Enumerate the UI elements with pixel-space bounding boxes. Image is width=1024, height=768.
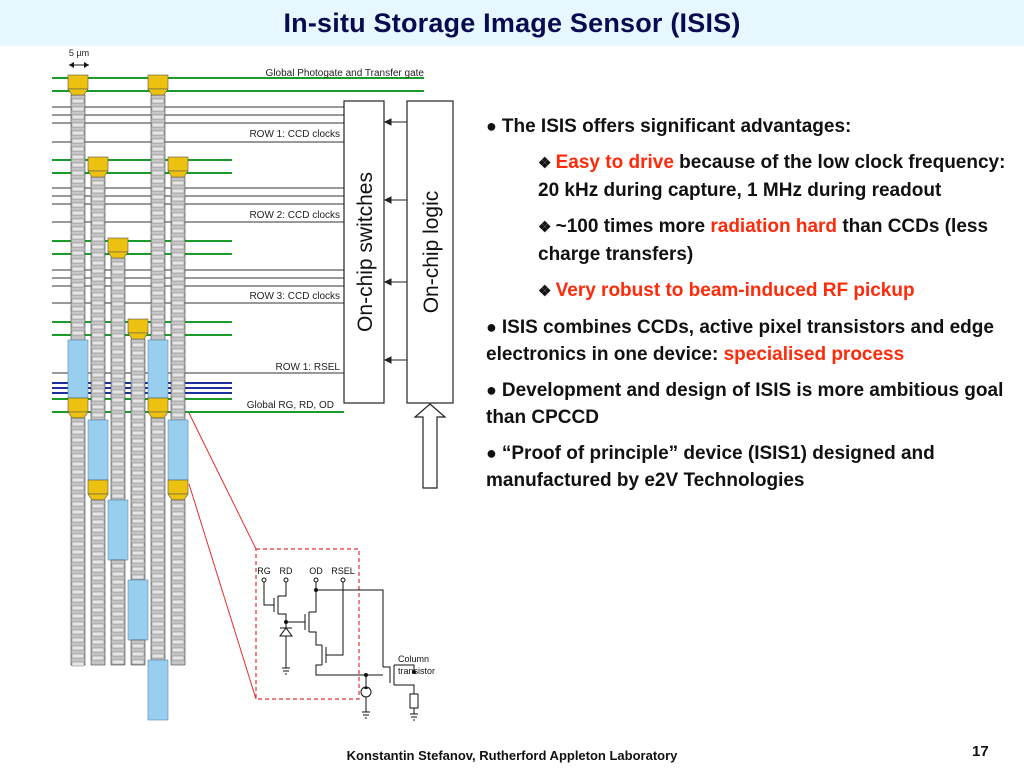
bullet-list: ● The ISIS offers significant advantages… bbox=[486, 113, 1006, 503]
terminal-rg: RG bbox=[257, 566, 271, 576]
bullet-text: “Proof of principle” device (ISIS1) desi… bbox=[486, 443, 935, 491]
storage-region bbox=[147, 659, 169, 721]
ccd-register bbox=[90, 499, 106, 666]
label-row1-ccd: ROW 1: CCD clocks bbox=[249, 129, 340, 140]
bullet-item: ❖ Easy to drive because of the low clock… bbox=[538, 149, 1006, 204]
terminal-od: OD bbox=[309, 566, 323, 576]
bullet-text: Easy to drive bbox=[555, 152, 674, 173]
bullet-dot-icon: ● bbox=[486, 116, 502, 136]
logic-box bbox=[406, 100, 454, 404]
pixel-columns bbox=[67, 74, 189, 721]
column-transistor-label-1: Column bbox=[398, 654, 429, 664]
bullet-item: ❖ Very robust to beam-induced RF pickup bbox=[538, 277, 1006, 305]
diamond-bullet-icon: ❖ bbox=[538, 219, 556, 236]
slide-title: In-situ Storage Image Sensor (ISIS) bbox=[283, 7, 741, 38]
storage-region bbox=[127, 579, 149, 641]
terminal-rsel: RSEL bbox=[331, 566, 355, 576]
bullet-dot-icon: ● bbox=[486, 380, 502, 400]
ccd-register bbox=[150, 417, 166, 661]
storage-region bbox=[87, 419, 109, 481]
photogate bbox=[147, 74, 169, 90]
ccd-register bbox=[110, 559, 126, 666]
bullet-item: ● ISIS combines CCDs, active pixel trans… bbox=[486, 314, 1006, 368]
bullet-text: because of the low clock frequency: 20 k… bbox=[538, 152, 1006, 201]
ccd-register bbox=[90, 176, 106, 421]
bullet-item: ❖ ~100 times more radiation hard than CC… bbox=[538, 213, 1006, 268]
photogate bbox=[167, 156, 189, 172]
diamond-bullet-icon: ❖ bbox=[538, 283, 556, 300]
bullet-text: ISIS combines CCDs, active pixel transis… bbox=[486, 317, 994, 365]
scale-bar: 5 µm bbox=[69, 48, 89, 68]
photogate bbox=[67, 74, 89, 90]
pixel-circuit: RG RD OD RSEL bbox=[255, 548, 435, 721]
label-global-rg: Global RG, RD, OD bbox=[247, 400, 334, 411]
ccd-register bbox=[70, 417, 86, 667]
switches-box bbox=[343, 100, 385, 404]
edge-electronics: On-chip switches On-chip logic bbox=[343, 100, 454, 489]
arrow-left-icon bbox=[383, 356, 392, 364]
photogate bbox=[67, 397, 89, 413]
ccd-register bbox=[150, 94, 166, 341]
bullet-text: The ISIS offers significant advantages: bbox=[501, 116, 852, 137]
photogate bbox=[147, 397, 169, 413]
switches-label: On-chip switches bbox=[354, 172, 377, 332]
label-row1-rsel: ROW 1: RSEL bbox=[276, 362, 341, 373]
bullet-item: ● Development and design of ISIS is more… bbox=[486, 377, 1006, 431]
title-bar: In-situ Storage Image Sensor (ISIS) bbox=[0, 0, 1024, 46]
bullet-text: ~100 times more bbox=[555, 216, 711, 237]
bullet-item: ● “Proof of principle” device (ISIS1) de… bbox=[486, 440, 1006, 494]
line-labels: Global Photogate and Transfer gate ROW 1… bbox=[247, 68, 425, 411]
footer: Konstantin Stefanov, Rutherford Appleton… bbox=[346, 748, 678, 763]
terminal-rd: RD bbox=[280, 566, 293, 576]
bullet-text: specialised process bbox=[723, 344, 905, 365]
ccd-register bbox=[110, 257, 126, 501]
photogate bbox=[107, 237, 129, 253]
arrow-left-icon bbox=[383, 118, 392, 126]
diamond-bullet-icon: ❖ bbox=[538, 155, 556, 172]
photogate bbox=[167, 479, 189, 495]
storage-region bbox=[147, 339, 169, 399]
label-row3-ccd: ROW 3: CCD clocks bbox=[249, 291, 340, 302]
arrow-left-icon bbox=[383, 278, 392, 286]
circuit-frame bbox=[255, 548, 360, 700]
scale-label: 5 µm bbox=[69, 48, 89, 58]
input-arrow bbox=[413, 403, 447, 489]
ccd-register bbox=[130, 338, 146, 581]
bullet-text: than CCDs (less charge transfers) bbox=[538, 216, 989, 265]
photogate bbox=[127, 318, 149, 334]
logic-label: On-chip logic bbox=[420, 191, 443, 314]
bullet-text: Very robust to beam-induced RF pickup bbox=[555, 280, 915, 301]
storage-region bbox=[67, 339, 89, 399]
storage-region bbox=[107, 499, 129, 561]
bullet-text: radiation hard bbox=[710, 216, 838, 237]
page-number: 17 bbox=[972, 743, 989, 760]
bullet-item: ● The ISIS offers significant advantages… bbox=[486, 113, 1006, 140]
label-photogate: Global Photogate and Transfer gate bbox=[266, 68, 425, 79]
ccd-register bbox=[170, 499, 186, 666]
ccd-register bbox=[130, 639, 146, 666]
arrow-left-icon bbox=[383, 196, 392, 204]
photogate bbox=[87, 479, 109, 495]
bullet-text: Development and design of ISIS is more a… bbox=[486, 380, 1004, 428]
bullet-dot-icon: ● bbox=[486, 317, 502, 337]
photogate bbox=[87, 156, 109, 172]
ccd-register bbox=[170, 176, 186, 421]
bullet-dot-icon: ● bbox=[486, 443, 502, 463]
column-transistor-label-2: transistor bbox=[398, 666, 435, 676]
ccd-register bbox=[70, 94, 86, 341]
label-row2-ccd: ROW 2: CCD clocks bbox=[249, 210, 340, 221]
storage-region bbox=[167, 419, 189, 481]
